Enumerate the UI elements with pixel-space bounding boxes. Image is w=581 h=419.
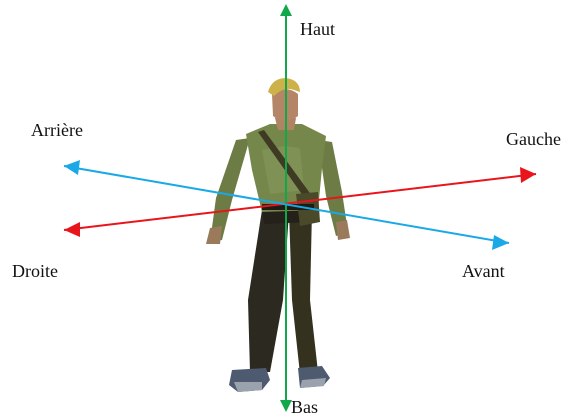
label-back: Arrière: [31, 121, 83, 139]
label-front: Avant: [462, 262, 505, 280]
label-left: Gauche: [506, 130, 561, 148]
arrowhead-right: [520, 167, 536, 183]
arrowhead-up: [280, 4, 292, 16]
standing-person-figure: [206, 78, 350, 392]
label-up: Haut: [300, 20, 335, 38]
arrowhead-back: [64, 160, 80, 175]
right-leg: [289, 210, 318, 374]
left-leg: [248, 210, 289, 372]
arrowhead-front: [492, 235, 509, 250]
left-arm: [210, 138, 250, 242]
arrowhead-left: [64, 222, 80, 237]
label-down: Bas: [291, 398, 318, 416]
label-right: Droite: [12, 262, 58, 280]
